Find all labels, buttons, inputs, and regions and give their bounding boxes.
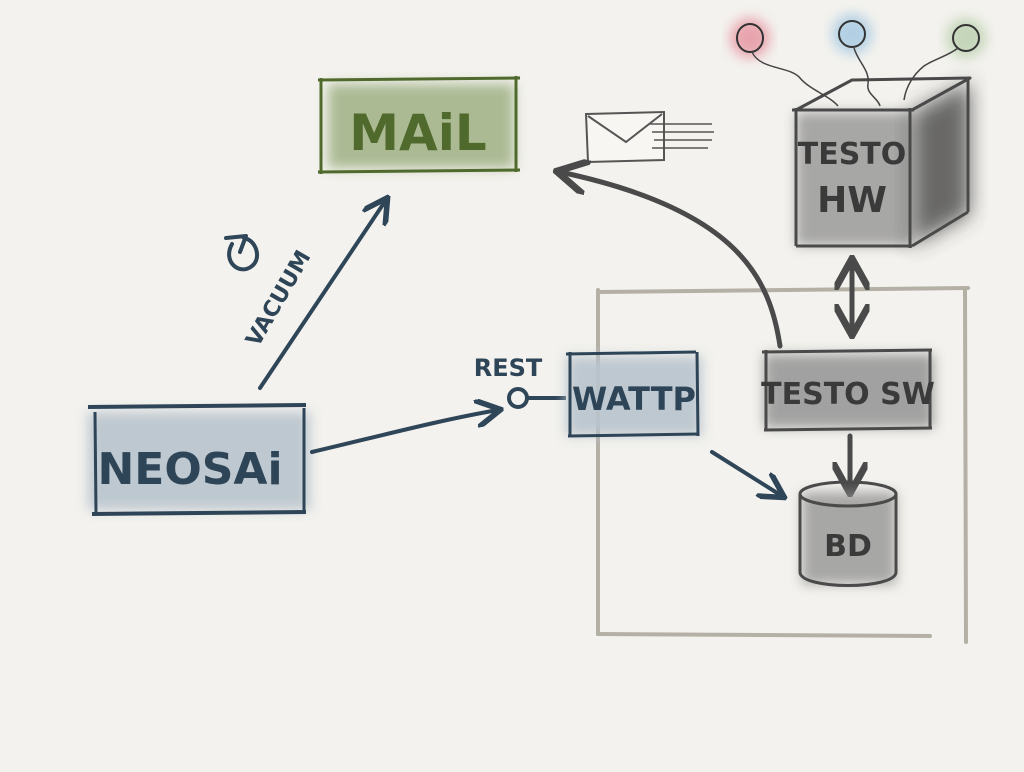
system-boundary xyxy=(596,286,970,644)
refresh-icon xyxy=(224,234,260,272)
testo-hw-label-line2: HW xyxy=(817,180,887,221)
envelope-icon xyxy=(584,110,714,164)
testo-hw-node: TESTO HW xyxy=(792,76,972,248)
rest-interface: REST xyxy=(474,354,566,409)
neosai-to-rest-arrow xyxy=(310,410,498,454)
rest-label: REST xyxy=(474,354,543,382)
wattp-node: WATTP xyxy=(565,350,702,438)
testo-sw-node: TESTO SW xyxy=(761,348,935,432)
vacuum-label: VACUUM xyxy=(242,246,317,351)
wattp-to-bd-arrow xyxy=(710,450,782,496)
testo-sw-label: TESTO SW xyxy=(761,377,935,412)
wattp-label: WATTP xyxy=(572,380,696,418)
vacuum-annotation: VACUUM xyxy=(242,246,317,351)
testo-hw-label-line1: TESTO xyxy=(798,137,907,172)
neosai-to-mail-arrow xyxy=(258,200,386,390)
balloon-icon xyxy=(903,18,986,101)
balloon-icon xyxy=(832,14,881,107)
balloons xyxy=(730,14,986,107)
testo-sw-to-mail-arrow xyxy=(560,172,783,349)
bd-node: BD xyxy=(798,480,898,587)
balloon-icon xyxy=(730,18,839,107)
mail-node: MAiL xyxy=(317,76,521,174)
neosai-label: NEOSAi xyxy=(97,444,282,495)
bd-label: BD xyxy=(824,529,872,564)
neosai-node: NEOSAi xyxy=(87,403,310,516)
mail-label: MAiL xyxy=(349,104,486,162)
